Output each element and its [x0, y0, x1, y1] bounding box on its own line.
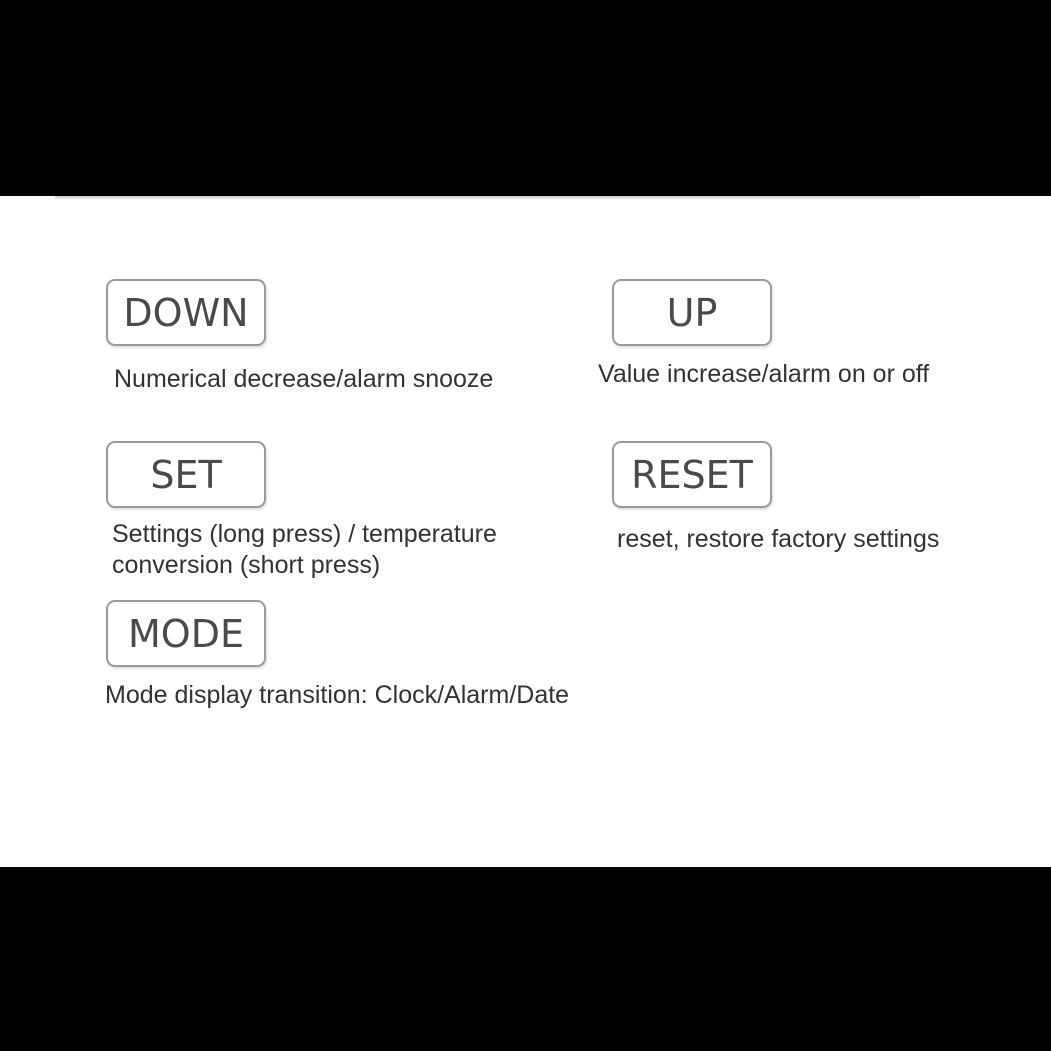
set-button: SET: [106, 441, 266, 508]
up-button-description: Value increase/alarm on or off: [598, 360, 930, 388]
mode-button: MODE: [106, 600, 266, 667]
mode-button-label: MODE: [128, 611, 244, 656]
reset-button-description: reset, restore factory settings: [617, 525, 940, 553]
reset-button: RESET: [612, 441, 772, 508]
up-button: UP: [612, 279, 772, 346]
mode-button-description: Mode display transition: Clock/Alarm/Dat…: [105, 681, 570, 709]
button-legend-panel: DOWN Numerical decrease/alarm snooze UP …: [0, 196, 1051, 867]
panel-top-rule: [55, 196, 920, 200]
down-button-label: DOWN: [123, 290, 249, 335]
set-button-description: Settings (long press) / temperature conv…: [112, 520, 497, 579]
set-button-label: SET: [150, 452, 222, 497]
reset-button-label: RESET: [631, 452, 753, 497]
down-button: DOWN: [106, 279, 266, 346]
down-button-description: Numerical decrease/alarm snooze: [114, 365, 494, 393]
up-button-label: UP: [666, 290, 718, 335]
